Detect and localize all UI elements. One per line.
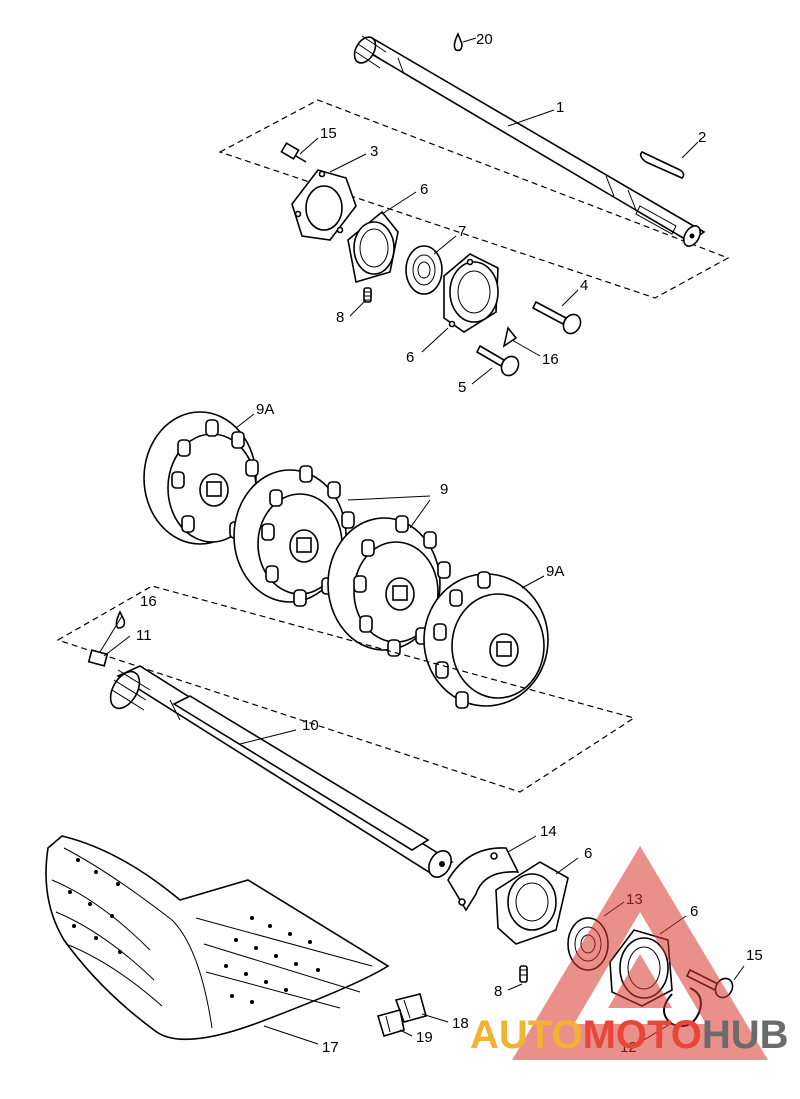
callout-5: 5 [458,379,466,396]
ball-bearing [405,245,443,295]
retainer-hole [490,852,498,860]
shaft-key [639,151,685,179]
bearing-flange-upper [347,210,399,284]
callout-18: 18 [452,1015,469,1032]
callout-10: 10 [302,717,319,734]
spring-pin-lower [519,965,528,983]
sprocket-wheel-9A-right [423,571,549,709]
callout-8-upper: 8 [336,309,344,326]
track-belt [45,835,390,1041]
callout-2: 2 [698,129,706,146]
callout-8-lower: 8 [494,983,502,1000]
track-studs [68,858,320,1004]
lubricant-drop-icon-lower [115,610,126,629]
flange-bolt-top [280,142,307,163]
bearing-flange-lower [443,253,499,333]
top-dashed-enclosure [218,99,730,299]
callout-19: 19 [416,1029,433,1046]
callout-17: 17 [322,1039,339,1056]
lubricant-drop-icon [453,32,463,52]
callout-6-lower: 6 [406,349,414,366]
retaining-plate [447,847,520,912]
callout-6-left: 6 [584,845,592,862]
callout-1: 1 [556,99,564,116]
callout-9A-right: 9A [546,563,564,580]
sprocket-wheel-9A-left [143,411,259,545]
callout-9A-left: 9A [256,401,274,418]
callout-3: 3 [370,143,378,160]
callout-7: 7 [458,223,466,240]
sprocket-group [143,411,549,709]
callout-15-top: 15 [320,125,337,142]
retainer-hole-2 [458,898,466,906]
top-assembly [218,32,730,377]
watermark-text-hub: HUB [702,1013,789,1057]
spring-pin-upper [363,287,372,303]
cap-screw-short [475,344,520,377]
track-clip-19 [376,1009,405,1037]
lower-dashed-enclosure [56,585,636,793]
small-block [87,649,109,667]
callout-4: 4 [580,277,588,294]
bearing-plate [291,169,357,241]
callout-14: 14 [540,823,557,840]
callout-11: 11 [136,627,152,644]
drive-shaft [353,35,706,247]
svg-text:AUTOMOTOHUB: AUTOMOTOHUB [470,1013,789,1057]
lubricant-drop-icon-upper [502,326,518,348]
bearing-flange-lower-left [495,861,569,945]
callout-15-lower: 15 [746,947,763,964]
driven-shaft [109,665,454,878]
callout-6-upper: 6 [420,181,428,198]
callout-20: 20 [476,31,493,48]
callout-6-right: 6 [690,903,698,920]
watermark-text-auto: AUTO [470,1013,583,1057]
callout-16-lower: 16 [140,593,157,610]
watermark-text-moto: MOTO [583,1013,702,1057]
cap-screw-long [531,300,582,335]
watermark-inner-triangle-icon [608,954,672,1008]
watermark-logo: AUTOMOTOHUB [470,846,789,1060]
watermark-triangle-icon [512,846,768,1060]
sprocket-9-second [327,515,451,657]
callout-9: 9 [440,481,448,498]
callout-16-upper: 16 [542,351,559,368]
